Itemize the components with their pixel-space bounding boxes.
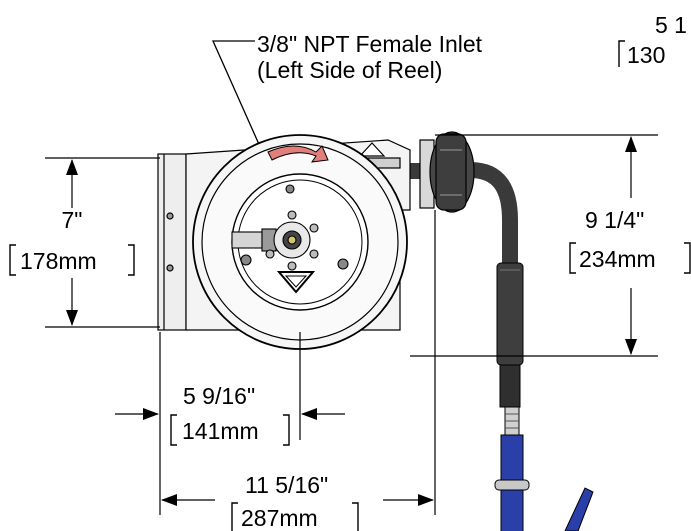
- reel-hub: [231, 184, 349, 294]
- spray-nozzle: [494, 434, 594, 531]
- height-dimension-inches: 7": [61, 207, 83, 233]
- rotation-arrow: [267, 145, 329, 163]
- dimension-lines: [45, 134, 658, 515]
- mm-brackets: [9, 40, 691, 531]
- swivel-fitting: [419, 131, 475, 213]
- overall-width-dimension-inches: 11 5/16": [245, 472, 329, 498]
- overall-width-dimension-mm: 287mm: [241, 505, 318, 531]
- inlet-callout-line2: (Left Side of Reel): [257, 57, 443, 83]
- top-right-dimension-inches: 5 1: [655, 12, 687, 38]
- inlet-callout-line1: 3/8" NPT Female Inlet: [257, 31, 483, 57]
- top-right-dimension-mm: 130: [627, 42, 666, 68]
- overall-height-dimension-inches: 9 1/4": [585, 207, 645, 233]
- hub-offset-dimension-mm: 141mm: [182, 418, 259, 444]
- height-dimension-mm: 178mm: [20, 248, 97, 274]
- overall-height-dimension-mm: 234mm: [579, 246, 656, 272]
- hub-offset-dimension-inches: 5 9/16": [183, 383, 256, 409]
